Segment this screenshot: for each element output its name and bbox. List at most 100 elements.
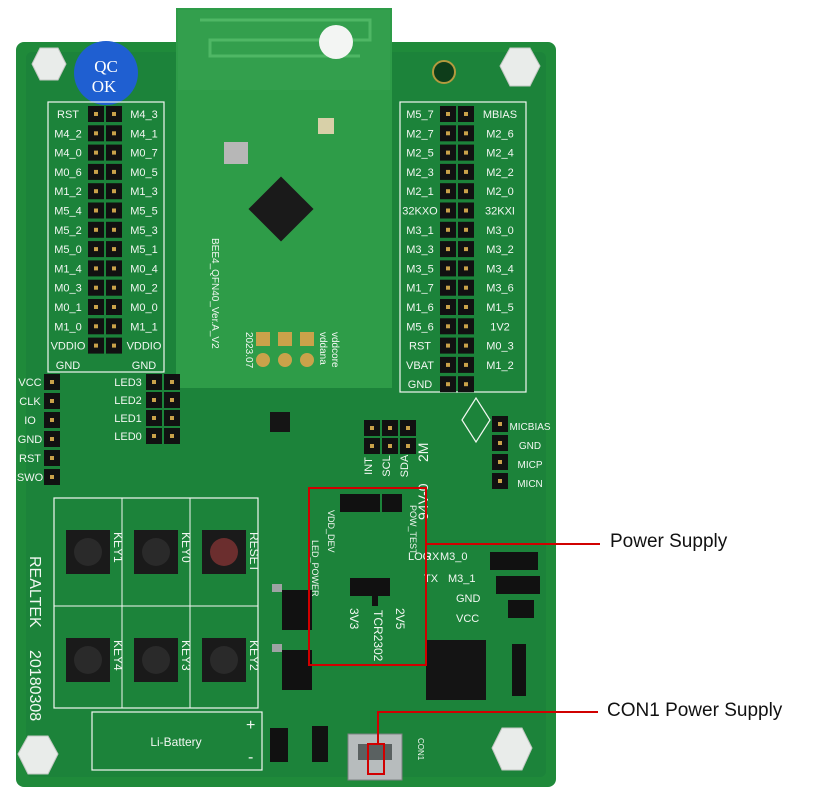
- right-outer-pin-label: M2_0: [486, 186, 514, 198]
- left-header-pin-tip: [94, 169, 98, 174]
- left-header-pin-tip: [94, 266, 98, 271]
- swd-pin-tip: [50, 418, 54, 422]
- qc-line1: QC: [94, 57, 118, 76]
- battery-connector: [270, 728, 288, 762]
- right-header-pin-tip: [446, 324, 450, 329]
- i2c-pin-tip: [406, 426, 410, 430]
- qc-sticker: QC OK: [74, 41, 138, 105]
- left-header-pin-tip: [112, 227, 116, 232]
- left-header-pin-tip: [112, 343, 116, 348]
- right-header-pin-tip: [464, 227, 468, 232]
- led-pin-tip: [170, 380, 174, 384]
- key-label: KEY2: [247, 640, 261, 671]
- right-inner-pin-label: M2_3: [406, 167, 434, 179]
- left-header-pin-tip: [94, 131, 98, 136]
- board-mark-2m: 2M: [415, 443, 431, 462]
- right-header-pin-tip: [464, 189, 468, 194]
- left-header-inner-labels: M4_3M4_1M0_7M0_5M1_3M5_5M5_3M5_1M0_4M0_2…: [127, 109, 162, 372]
- vendor-label: REALTEK: [26, 556, 43, 628]
- left-header-pin-tip: [112, 324, 116, 329]
- right-header-inner-labels: M5_7M2_7M2_5M2_3M2_132KXOM3_1M3_3M3_5M1_…: [402, 109, 438, 391]
- key-label: RESET: [247, 532, 261, 573]
- swd-pin-tip: [50, 437, 54, 441]
- standoff-top-right: [499, 47, 541, 87]
- led-power-label: LED_POWER: [310, 540, 320, 597]
- left-inner-pin-label: GND: [132, 360, 157, 372]
- swd-pin-label: RST: [19, 453, 41, 465]
- left-header-pin-tip: [112, 285, 116, 290]
- right-header-pin-tip: [446, 266, 450, 271]
- vdd-label-core: vddcore: [329, 332, 340, 368]
- right-outer-pin-label: 1V2: [490, 321, 510, 333]
- mic-pin-label: MICN: [517, 479, 543, 490]
- keys-frame: [53, 497, 259, 709]
- left-header-pin-tip: [94, 150, 98, 155]
- right-inner-pin-label: M5_7: [406, 109, 434, 121]
- right-header-pin-tip: [446, 362, 450, 367]
- left-outer-pin-label: M4_2: [54, 128, 82, 140]
- left-inner-pin-label: M5_5: [130, 206, 158, 218]
- con1-leader: [377, 711, 598, 744]
- left-inner-pin-label: M0_2: [130, 283, 158, 295]
- i2c-pin-tip: [406, 444, 410, 448]
- right-header-pin-tip: [446, 189, 450, 194]
- standoff-bottom-left: [17, 735, 59, 775]
- left-header-pin-tip: [112, 131, 116, 136]
- key-cap: [142, 538, 170, 566]
- uart-label: GND: [456, 593, 481, 605]
- right-header-pin-tip: [464, 150, 468, 155]
- left-outer-pin-label: M1_4: [54, 263, 82, 275]
- led-pins: [146, 374, 180, 444]
- crystal-pins: [512, 644, 526, 696]
- left-inner-pin-label: M5_3: [130, 225, 158, 237]
- right-header-outer-labels: MBIASM2_6M2_4M2_2M2_032KXIM3_0M3_2M3_4M3…: [483, 109, 517, 372]
- swd-pin-tip: [50, 475, 54, 479]
- module-label: BEE4_QFN40_Ver.A_V2: [209, 238, 220, 349]
- swd-pin-label: CLK: [19, 396, 41, 408]
- left-outer-pin-label: VDDIO: [51, 341, 86, 353]
- board-date-label: 20180308: [26, 650, 43, 721]
- left-header-pin-tip: [112, 169, 116, 174]
- left-inner-pin-label: M5_1: [130, 244, 158, 256]
- right-header-pin-tip: [446, 247, 450, 252]
- key-cap: [74, 646, 102, 674]
- standoff-top-left: [31, 47, 67, 81]
- uart-label: TX: [424, 573, 439, 585]
- key-cap: [210, 646, 238, 674]
- led-pin-label: LED2: [114, 395, 142, 407]
- left-outer-pin-label: M5_4: [54, 206, 82, 218]
- left-inner-pin-label: M0_0: [130, 302, 158, 314]
- left-header-pin-tip: [94, 208, 98, 213]
- right-header-pin-tip: [464, 112, 468, 116]
- module-date: 2023.07: [243, 332, 254, 369]
- left-inner-pin-label: VDDIO: [127, 341, 162, 353]
- reg-label-3v3: 3V3: [347, 608, 361, 630]
- mic-pin-tip: [498, 422, 502, 426]
- key-label: KEY4: [111, 640, 125, 671]
- uart-label: M3_1: [448, 573, 476, 585]
- swd-pin-label: SWO: [17, 472, 44, 484]
- left-header-pin-tip: [112, 247, 116, 252]
- left-inner-pin-label: M4_3: [130, 109, 158, 121]
- power-supply-highlight-box: [308, 487, 427, 666]
- left-outer-pin-label: M5_0: [54, 244, 82, 256]
- reg-label-2v5: 2V5: [393, 608, 407, 630]
- battery-label: Li-Battery: [150, 735, 201, 749]
- left-header-pin-tip: [112, 266, 116, 271]
- uart-label: RX: [424, 551, 440, 563]
- battery-frame: [91, 711, 263, 771]
- left-header-frame: [47, 101, 165, 373]
- i2c-pin-label: INT: [363, 457, 375, 475]
- left-header-pin-tip: [112, 189, 116, 194]
- right-inner-pin-label: M2_1: [406, 186, 434, 198]
- i2c-pin-tip: [370, 426, 374, 430]
- i2c-pin-tip: [370, 444, 374, 448]
- right-inner-pin-label: M3_3: [406, 244, 434, 256]
- right-inner-pin-label: M3_5: [406, 263, 434, 275]
- module-mount-hole: [319, 25, 353, 59]
- left-outer-pin-label: RST: [57, 109, 79, 121]
- right-outer-pin-label: M3_4: [486, 263, 514, 275]
- con1-board-label: CON1: [416, 738, 425, 761]
